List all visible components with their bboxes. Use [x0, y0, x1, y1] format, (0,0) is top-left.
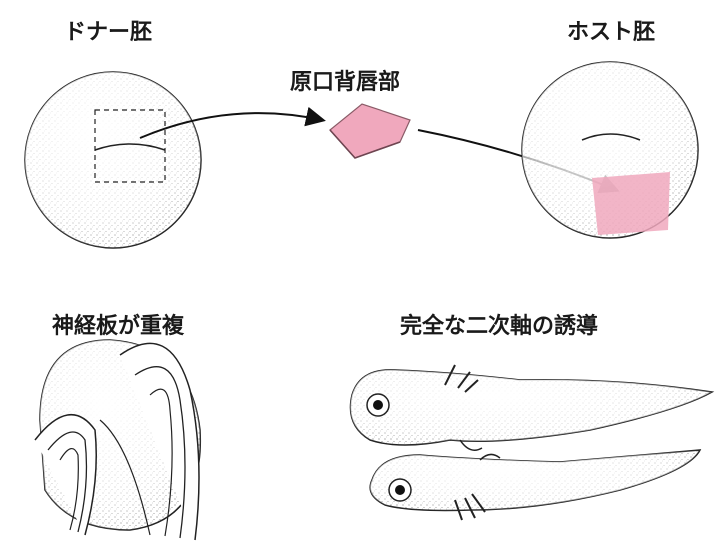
host-embryo — [522, 62, 698, 238]
conjoined-tadpoles — [350, 365, 712, 520]
duplicated-neural-plate-embryo — [35, 340, 200, 540]
dorsal-lip-graft — [330, 104, 410, 158]
donor-embryo — [25, 72, 201, 248]
implanted-graft — [592, 172, 670, 235]
